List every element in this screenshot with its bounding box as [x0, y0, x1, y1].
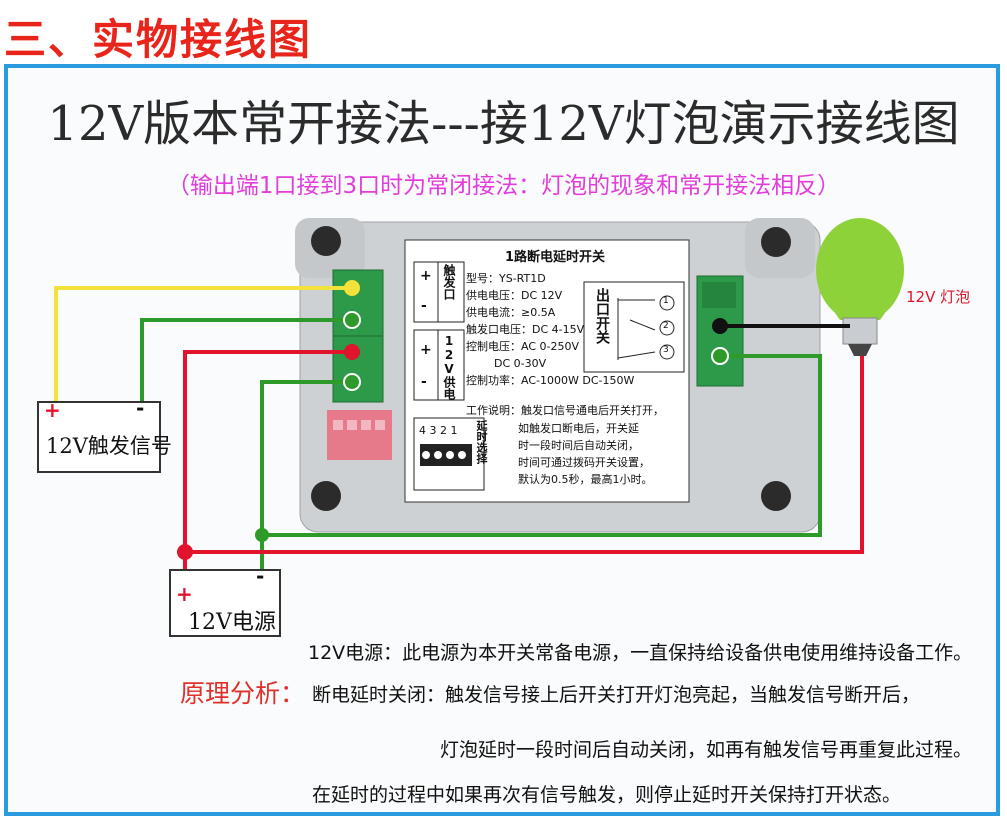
signal-box: [37, 401, 161, 473]
analysis-label: 原理分析：: [180, 679, 306, 708]
signal-minus: -: [136, 396, 145, 420]
wire-green-output: [262, 354, 822, 537]
mount-hole-top-right: [761, 227, 791, 257]
power-terminal-block: [332, 335, 384, 403]
wire-red-power: [183, 350, 352, 575]
power-box: [169, 569, 281, 637]
out-number-2: 2: [663, 321, 669, 331]
work-lines: 如触发口断电后，开关延 时一段时间后自动关闭， 时间可通过拨码开关设置， 默认为…: [518, 422, 653, 486]
wire-green-trigger: [140, 318, 352, 410]
diagram-title: 12V版本常开接法---接12V灯泡演示接线图: [47, 96, 960, 152]
output-port-label: 出口开关: [594, 288, 610, 344]
power-minus-sign: -: [256, 564, 265, 588]
bulb-label: 12V 灯泡: [906, 288, 971, 306]
terminal-dot-green-1: [343, 311, 361, 329]
dip-label: 延时选择: [475, 420, 488, 464]
junction-red: [177, 544, 193, 560]
power-minus: -: [421, 374, 427, 390]
work-title: 工作说明：触发口信号通电后开关打开，: [466, 404, 664, 417]
terminal-dot-green-out: [711, 347, 729, 365]
power-port-label: 12V供电: [442, 334, 456, 400]
power-plus-sign: +: [176, 582, 193, 606]
trigger-minus: -: [421, 298, 427, 314]
module-name: 1路断电延时开关: [505, 250, 606, 265]
diagram-subtitle: （输出端1口接到3口时为常闭接法：灯泡的现象和常开接法相反）: [166, 173, 841, 199]
out-number-1: 1: [663, 296, 669, 306]
note-line-2: 断电延时关闭：触发信号接上后开关打开灯泡亮起，当触发信号断开后，: [312, 684, 921, 706]
mount-hole-bottom-left: [311, 481, 341, 511]
dip-switch-board: [327, 410, 392, 460]
signal-label: 12V触发信号: [46, 434, 172, 458]
signal-plus: +: [44, 398, 61, 422]
mount-hole-top-left: [311, 226, 341, 256]
note-line-4: 在延时的过程中如果再次有信号触发，则停止延时开关保持打开状态。: [312, 784, 902, 806]
terminal-dot-green-2: [343, 373, 361, 391]
power-plus: +: [420, 342, 432, 358]
module-specs: 型号：YS-RT1D 供电电压：DC 12V 供电电流：≥0.5A 触发口电压：…: [466, 272, 635, 387]
trigger-plus: +: [420, 268, 432, 284]
terminal-dot-yellow: [344, 280, 360, 296]
trigger-port-label: 触发口: [442, 264, 456, 300]
wire-green-power: [260, 380, 352, 575]
terminal-dot-red: [344, 344, 360, 360]
junction-green: [255, 528, 269, 542]
dip-numbers: 4 3 2 1: [419, 424, 458, 437]
note-line-1: 12V电源：此电源为本开关常备电源，一直保持给设备供电使用维持设备工作。: [308, 642, 973, 664]
wire-red-bulb: [185, 356, 864, 554]
section-heading: 三、实物接线图: [4, 15, 313, 64]
wire-yellow: [54, 286, 352, 410]
bulb-base: [842, 317, 878, 345]
terminal-dot-black: [712, 318, 728, 334]
note-line-3: 灯泡延时一段时间后自动关闭，如再有触发信号再重复此过程。: [440, 739, 973, 761]
mount-hole-bottom-right: [761, 481, 791, 511]
power-label: 12V电源: [188, 610, 276, 635]
bulb-glass: [816, 218, 904, 322]
out-number-3: 3: [663, 345, 669, 355]
